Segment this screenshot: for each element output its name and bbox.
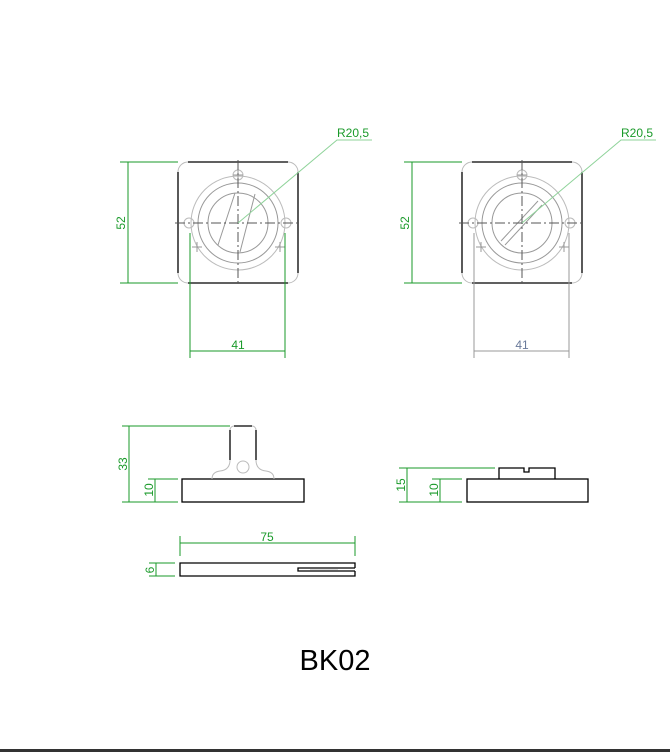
height-dimension: 52 (398, 216, 412, 230)
thickness-dimension: 6 (143, 566, 157, 573)
base-height-dimension: 10 (142, 483, 156, 497)
base-height-dimension: 10 (427, 483, 441, 497)
side-view-left: 33 10 (116, 425, 305, 503)
width-dimension: 41 (515, 338, 529, 352)
total-height-dimension: 33 (116, 457, 130, 471)
top-view-right: 52 41 R20,5 (398, 126, 656, 358)
radius-dimension: R20,5 (621, 126, 653, 140)
width-dimension: 41 (231, 338, 245, 352)
side-view-right: 15 10 (394, 467, 589, 503)
total-height-dimension: 15 (394, 478, 408, 492)
bottom-border (0, 749, 670, 752)
radius-dimension: R20,5 (337, 126, 369, 140)
drawing-title: BK02 (299, 645, 371, 677)
length-dimension: 75 (260, 530, 274, 544)
height-dimension: 52 (114, 216, 128, 230)
top-view-left: 52 41 R20,5 (114, 126, 372, 358)
flat-view: 75 6 (143, 530, 356, 577)
